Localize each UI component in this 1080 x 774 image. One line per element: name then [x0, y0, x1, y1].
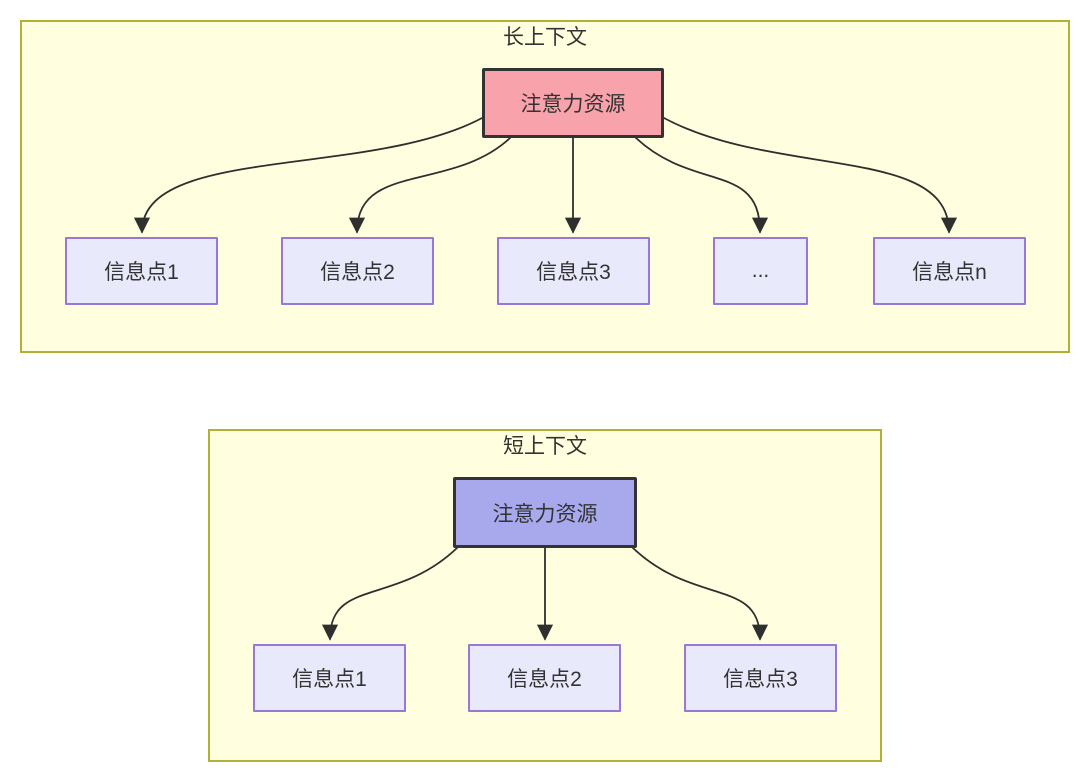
- long-info-point-3-node: 信息点3: [497, 237, 650, 305]
- long-info-point-1-node: 信息点1: [65, 237, 218, 305]
- short-info-point-3-node: 信息点3: [684, 644, 837, 712]
- short-info-point-2-node: 信息点2: [468, 644, 621, 712]
- short-context-title: 短上下文: [503, 435, 587, 458]
- short-attention-resource-node: 注意力资源: [453, 477, 637, 548]
- long-context-title: 长上下文: [503, 26, 587, 49]
- long-info-point-n-node: 信息点n: [873, 237, 1026, 305]
- long-attention-resource-node: 注意力资源: [482, 68, 664, 138]
- short-info-point-1-node: 信息点1: [253, 644, 406, 712]
- long-info-point-2-node: 信息点2: [281, 237, 434, 305]
- long-info-point-ellipsis-node: ...: [713, 237, 808, 305]
